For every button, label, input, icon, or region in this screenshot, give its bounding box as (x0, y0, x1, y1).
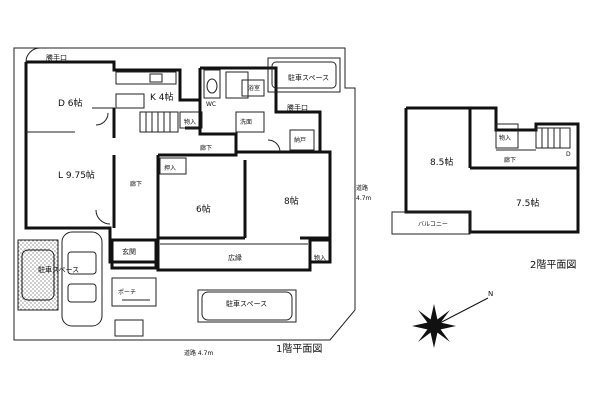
label-closet-kitchen: 物入 (184, 118, 196, 126)
bathtub-icon (225, 71, 249, 99)
label-room75: 7.5帖 (516, 197, 539, 209)
wash-room (235, 111, 265, 133)
closet-2f (495, 123, 519, 149)
label-room8: 8帖 (284, 195, 299, 207)
label-corridor-2f: 廊下 (504, 156, 516, 164)
label-bath: 浴室 (248, 84, 260, 92)
label-porch: ポーチ (118, 288, 136, 296)
parking-top (267, 57, 341, 93)
gate (114, 319, 144, 337)
label-wash: 洗面 (240, 118, 252, 126)
floor1-caption: 1階平面図 (276, 343, 322, 355)
label-oshiire: 押入 (164, 164, 176, 172)
wc-room (203, 69, 221, 99)
label-back-door-right: 勝手口 (287, 103, 308, 112)
kitchen-island (115, 93, 145, 109)
label-back-door-left: 勝手口 (46, 53, 67, 62)
porch-area (111, 277, 157, 307)
label-balcony: バルコニー (418, 221, 448, 228)
kitchen-counter (115, 71, 177, 85)
room-block-wall (158, 150, 332, 240)
floor2-exterior-wall (404, 106, 580, 234)
label-closet-hall: 物入 (314, 254, 326, 262)
label-kitchen: K 4帖 (150, 91, 174, 103)
door-arc (25, 47, 41, 63)
oshiire-box (159, 157, 187, 175)
door-arc (95, 209, 111, 225)
label-wc: WC (206, 101, 216, 108)
label-hall: 広縁 (228, 253, 242, 262)
door-arc (95, 112, 109, 126)
floor2-plan: 8.5帖 7.5帖 物入 廊下 D バルコニー 2階平面図 (391, 106, 580, 271)
label-storage: 納戸 (294, 136, 306, 144)
stairs-1f (139, 111, 179, 133)
kitchen-sink (149, 73, 163, 83)
entrance-room (110, 238, 158, 270)
label-dining: D 6帖 (58, 97, 83, 109)
floor2-caption: 2階平面図 (530, 259, 576, 271)
label-room6: 6帖 (196, 203, 211, 215)
label-entrance: 玄関 (122, 247, 136, 256)
label-closet-2f: 物入 (499, 134, 511, 142)
label-down-2f: D (566, 151, 571, 158)
parking-left (17, 231, 103, 327)
door-arc (267, 139, 281, 153)
label-parking-left: 駐車スペース (38, 265, 79, 274)
toilet-icon (206, 78, 218, 94)
label-corridor-left: 廊下 (130, 180, 142, 188)
label-parking-bottom: 駐車スペース (226, 299, 267, 308)
hall-wall (156, 238, 332, 272)
floor1-plan: 勝手口 D 6帖 L 9.75帖 K 4帖 物入 WC 浴室 洗面 勝手口 納戸… (13, 47, 372, 357)
label-road-east-width: 4.7m (356, 195, 372, 202)
label-room85: 8.5帖 (430, 156, 453, 168)
label-corridor-top: 廊下 (200, 144, 212, 152)
storage-room (289, 129, 315, 151)
lot-boundary (13, 47, 356, 341)
compass-north-label: N (488, 290, 493, 298)
bath-room (241, 79, 265, 97)
stairs-2f (535, 127, 571, 149)
parking-bottom (197, 289, 297, 323)
label-living: L 9.75帖 (58, 169, 95, 181)
balcony-area (391, 211, 471, 235)
label-road-south: 道路 4.7m (184, 349, 213, 357)
closet-kitchen (179, 111, 203, 129)
compass-icon: N (412, 290, 493, 348)
label-parking-top: 駐車スペース (288, 73, 329, 82)
label-road-east: 道路 (356, 184, 368, 192)
